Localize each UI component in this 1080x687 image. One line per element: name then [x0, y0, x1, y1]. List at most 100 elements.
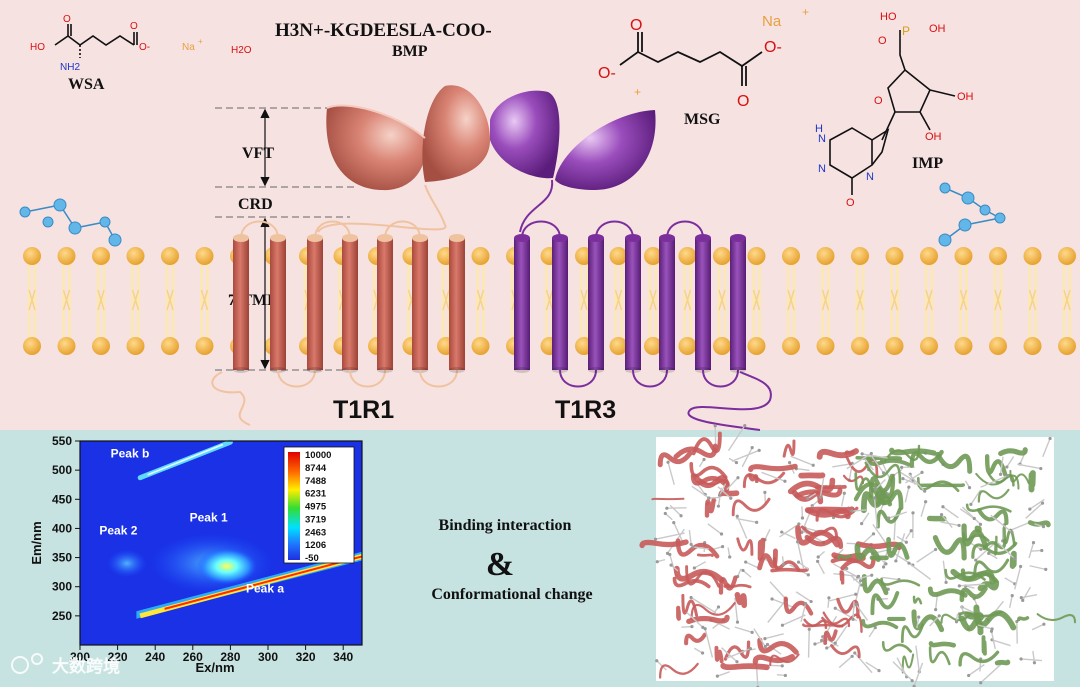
ribbon-segment: [974, 525, 982, 534]
motion-arrow: [868, 627, 876, 638]
motion-arrow: [726, 647, 751, 659]
msg-o1: O: [630, 17, 642, 34]
t1r1-transmembrane-helices: [233, 220, 465, 388]
arrow-head: [1005, 473, 1010, 478]
ribbon-segment: [880, 577, 921, 587]
arrow-head: [735, 514, 739, 518]
motion-arrow: [855, 604, 869, 621]
arrow-head: [806, 573, 810, 577]
ribbon-segment: [675, 538, 720, 559]
top-panel-bg: [0, 0, 1080, 430]
arrow-head: [783, 673, 787, 678]
arrow-head: [1039, 466, 1043, 471]
ligand-cluster-left-icon: [19, 198, 122, 247]
arrow-head: [818, 495, 822, 499]
motion-arrow: [769, 581, 787, 600]
motion-arrow: [942, 506, 959, 519]
x-tick-label: 300: [258, 650, 278, 664]
arrow-head: [763, 637, 767, 641]
peak-label: Peak 2: [99, 523, 137, 537]
arrow-head: [894, 559, 898, 563]
water-label: H2O: [231, 45, 252, 56]
arrow-head: [957, 584, 961, 588]
lipid-pair: [471, 247, 490, 355]
arrow-head: [850, 654, 854, 658]
arrow-head: [907, 561, 911, 565]
lipid-pair: [1023, 247, 1042, 355]
motion-arrow: [980, 662, 1003, 684]
arrow-head: [979, 681, 983, 685]
msg-label: MSG: [684, 111, 721, 128]
t1r3-vft-domain: [490, 90, 656, 190]
motion-arrow: [838, 655, 853, 669]
x-axis-label: Ex/nm: [195, 660, 234, 675]
arrow-head: [781, 562, 786, 566]
arrow-head: [969, 502, 973, 506]
t1r1-vft-domain: [326, 85, 490, 191]
t1r3-label: T1R3: [555, 396, 616, 424]
motion-arrow: [1010, 522, 1029, 531]
motion-arrow: [681, 625, 692, 628]
arrow-head: [957, 523, 961, 528]
arrow-head: [655, 659, 659, 663]
ribbon-segment: [752, 653, 795, 665]
arrow-head: [860, 452, 864, 456]
arrow-head: [1013, 557, 1017, 561]
arrow-head: [668, 552, 672, 557]
arrow-head: [854, 592, 858, 596]
ribbon-segment: [658, 662, 699, 679]
ribbon-segment: [998, 447, 1028, 457]
wsa-ominus: O-: [139, 42, 150, 53]
arrow-head: [702, 457, 706, 462]
motion-arrow: [1008, 595, 1013, 609]
motion-arrow: [905, 530, 912, 540]
arrow-head: [1005, 465, 1009, 469]
arrow-head: [744, 560, 748, 564]
ribbon-segment: [958, 650, 1000, 667]
lipid-pair: [816, 247, 835, 355]
y-tick-label: 400: [52, 521, 72, 535]
x-tick-label: 260: [183, 650, 203, 664]
motion-arrow: [846, 452, 872, 470]
ribbon-segment: [965, 503, 1012, 513]
arrow-head: [672, 520, 676, 525]
ribbon-segment: [685, 565, 721, 588]
motion-arrow: [807, 629, 810, 658]
motion-arrow: [882, 576, 900, 581]
ribbon-segment: [911, 609, 945, 633]
ligand-cluster-right-icon: [938, 182, 1006, 247]
arrow-head: [796, 540, 800, 544]
lipid-pair: [23, 247, 41, 355]
imp-label: IMP: [912, 155, 943, 172]
arrow-head: [813, 642, 817, 646]
arrow-head: [987, 551, 991, 555]
motion-arrow: [893, 468, 903, 476]
ribbon-segment: [861, 574, 889, 596]
arrow-head: [689, 595, 693, 600]
arrow-head: [900, 465, 904, 469]
motion-arrow: [690, 596, 717, 614]
motion-arrow: [961, 506, 981, 525]
arrow-head: [665, 506, 669, 510]
colorbar-label: 2463: [305, 527, 326, 538]
ribbon-segment: [1002, 523, 1016, 547]
arrow-head: [873, 625, 877, 630]
motion-arrow: [707, 523, 722, 535]
lipid-pair: [126, 247, 145, 355]
motion-arrow: [873, 497, 878, 528]
arrow-head: [755, 520, 759, 524]
lipid-pair: [609, 247, 628, 355]
ribbon-segment: [981, 635, 987, 656]
arrow-head: [816, 555, 820, 559]
motion-arrow: [764, 529, 771, 541]
arrow-head: [700, 651, 705, 655]
arrow-head: [811, 463, 815, 467]
arrow-head: [833, 606, 837, 610]
motion-arrow: [872, 523, 888, 546]
ribbon-segment: [889, 447, 937, 456]
motion-arrow: [1021, 594, 1038, 599]
arrow-head: [689, 542, 693, 547]
imp-h: H: [815, 123, 823, 135]
arrow-head: [663, 511, 667, 516]
